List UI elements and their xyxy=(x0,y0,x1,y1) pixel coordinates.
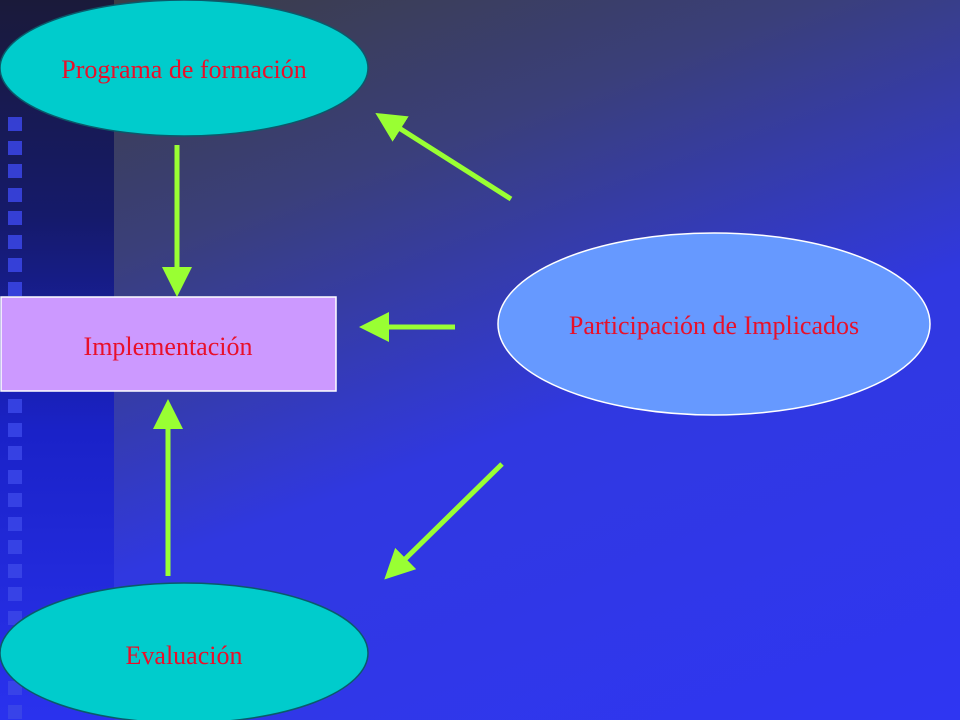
decorative-square xyxy=(8,234,22,249)
decorative-square xyxy=(8,493,22,507)
evaluacion-ellipse xyxy=(0,582,369,720)
decorative-square xyxy=(8,187,22,202)
evaluacion-label: Evaluación xyxy=(126,641,243,670)
decorative-square xyxy=(8,704,22,719)
decorative-square xyxy=(8,281,22,296)
implementacion-box xyxy=(0,296,337,392)
arrow-participacion-to-evaluacion xyxy=(384,462,504,580)
programa-label: Programa de formación xyxy=(61,55,306,84)
implementacion-label: Implementación xyxy=(84,332,253,361)
decorative-square xyxy=(8,540,22,554)
programa-ellipse xyxy=(0,0,369,137)
node-participacion: Participación de Implicados xyxy=(497,232,931,416)
node-evaluacion: Evaluación xyxy=(0,582,369,720)
decorative-square xyxy=(8,563,22,578)
decorative-square xyxy=(8,399,22,413)
decorative-square xyxy=(8,469,22,484)
decorative-square xyxy=(8,422,22,437)
arrow-participacion-to-programa xyxy=(375,112,513,202)
node-implementacion: Implementación xyxy=(0,296,337,392)
decorative-square xyxy=(8,446,22,460)
decorative-square xyxy=(8,164,22,178)
decorative-square xyxy=(8,610,22,625)
decorative-square xyxy=(8,587,22,601)
participacion-label: Participación de Implicados xyxy=(569,311,859,340)
decorative-square xyxy=(8,140,22,155)
decorative-square xyxy=(8,516,22,531)
decorative-square xyxy=(8,258,22,272)
decorative-square xyxy=(8,117,22,131)
node-programa: Programa de formación xyxy=(0,0,369,137)
participacion-ellipse xyxy=(497,232,931,416)
decorative-square xyxy=(8,211,22,225)
